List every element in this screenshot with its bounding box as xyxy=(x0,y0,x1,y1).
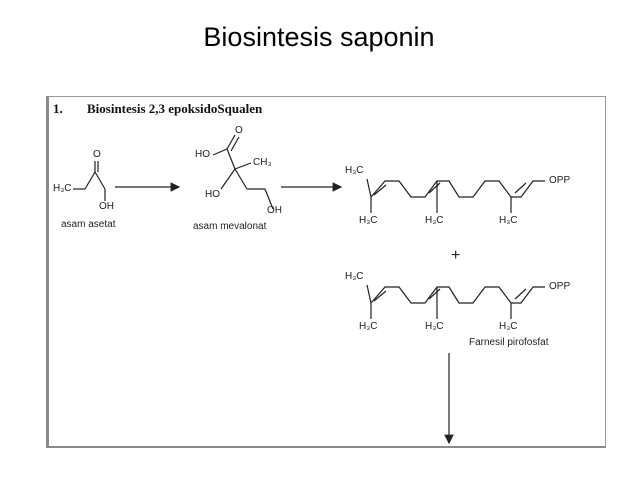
chain2-name-label: Farnesil pirofosfat xyxy=(469,337,549,348)
mevalonate-ho-top-label: HO xyxy=(195,149,210,160)
heading-text: Biosintesis 2,3 epoksidoSqualen xyxy=(87,101,263,116)
heading-number: 1. xyxy=(53,101,63,116)
chain1-h3c-c-label: H₃C xyxy=(499,215,518,226)
acetate-oh-label: OH xyxy=(99,201,114,212)
mevalonate-structure xyxy=(212,134,274,210)
chain1-opp-label: OPP xyxy=(549,175,571,186)
figure-heading: 1. Biosintesis 2,3 epoksidoSqualen xyxy=(53,101,262,117)
acetate-structure xyxy=(73,161,106,201)
chain1-h3c-a-label: H₃C xyxy=(359,215,378,226)
chain2-h3c-b-label: H₃C xyxy=(425,321,444,332)
acetate-o-label: O xyxy=(93,149,101,160)
mevalonate-ho-mid-label: HO xyxy=(205,189,220,200)
chain2-h3c-a-label: H₃C xyxy=(359,321,378,332)
acetate-h3c-label: H₃C xyxy=(53,183,72,194)
chain2-h3c-c-label: H₃C xyxy=(499,321,518,332)
mevalonate-ch3-label: CH₃ xyxy=(253,157,272,168)
chain1-h3c-b-label: H₃C xyxy=(425,215,444,226)
chain-1-structure xyxy=(366,178,545,213)
plus-sign: + xyxy=(451,247,461,264)
chain1-h3c-top-label: H₃C xyxy=(345,165,364,176)
mevalonate-name-label: asam mevalonat xyxy=(193,221,267,232)
chain-2-structure xyxy=(366,284,545,319)
slide-title: Biosintesis saponin xyxy=(203,22,435,52)
reaction-scheme-drawing xyxy=(73,134,545,445)
acetate-name-label: asam asetat xyxy=(61,219,116,230)
mevalonate-oh-label: OH xyxy=(267,205,282,216)
mevalonate-o-label: O xyxy=(235,125,243,136)
chain2-h3c-top-label: H₃C xyxy=(345,271,364,282)
reaction-scheme-figure: 1. Biosintesis 2,3 epoksidoSqualen xyxy=(46,96,606,448)
chain2-opp-label: OPP xyxy=(549,281,571,292)
